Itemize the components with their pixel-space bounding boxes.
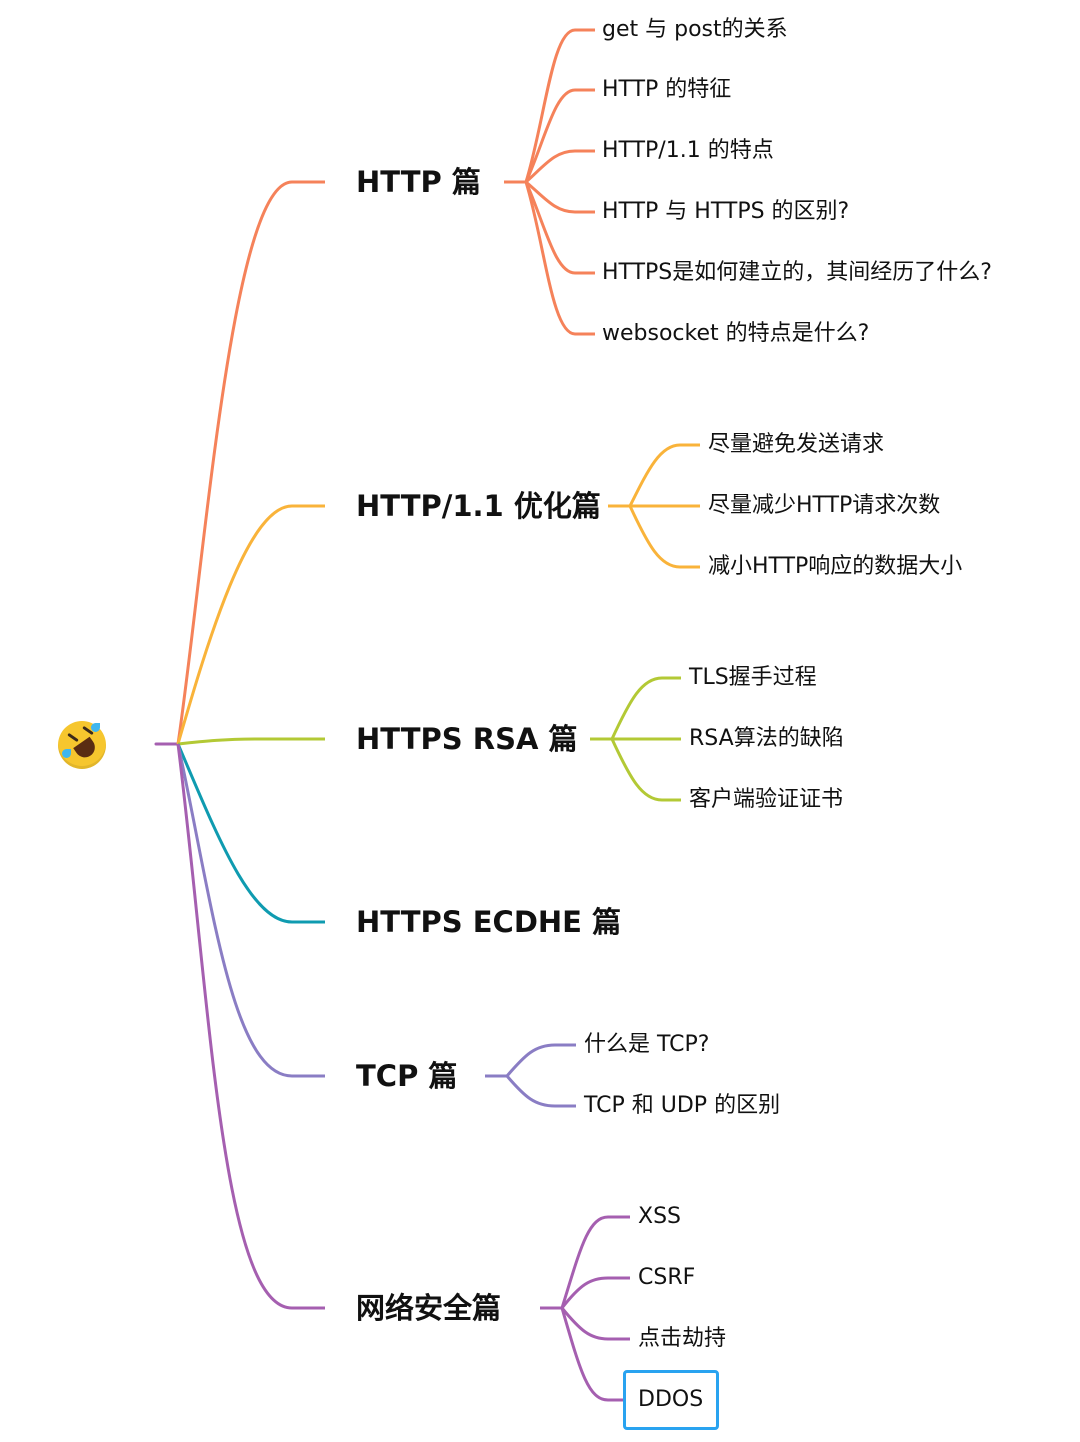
tcp-child-link-2	[505, 1075, 576, 1108]
http-child-6[interactable]: websocket 的特点是什么?	[602, 321, 870, 346]
http-child-5[interactable]: HTTPS是如何建立的，其间经历了什么?	[602, 260, 992, 285]
branch-rsa	[177, 737, 325, 746]
http-child-4[interactable]: HTTP 与 HTTPS 的区别?	[602, 199, 850, 224]
branch-tcp	[176, 743, 325, 1078]
security-child-2[interactable]: CSRF	[638, 1265, 696, 1290]
topic-tcp[interactable]: TCP 篇	[356, 1059, 458, 1093]
branch-security	[176, 743, 325, 1310]
http-child-link-3	[524, 149, 595, 184]
security-child-4[interactable]: DDOS	[638, 1387, 704, 1412]
topic-https-ecdhe[interactable]: HTTPS ECDHE 篇	[356, 905, 622, 939]
http11-child-3[interactable]: 减小HTTP响应的数据大小	[708, 554, 963, 579]
security-child-3[interactable]: 点击劫持	[638, 1326, 727, 1351]
http-child-1[interactable]: get 与 post的关系	[602, 17, 788, 42]
branch-http11	[176, 504, 325, 745]
rsa-child-2[interactable]: RSA算法的缺陷	[689, 726, 844, 751]
http-child-link-6	[524, 181, 595, 336]
security-child-link-1	[560, 1215, 630, 1309]
http-child-link-5	[524, 181, 595, 275]
http-child-link-4	[525, 180, 595, 214]
branch-http	[176, 180, 325, 745]
rsa-child-link-3	[610, 738, 681, 802]
tear-left	[62, 749, 71, 758]
branch-ecdhe	[176, 743, 325, 924]
topic-https-rsa[interactable]: HTTPS RSA 篇	[356, 722, 578, 756]
security-child-link-4	[560, 1307, 624, 1402]
tear-right	[91, 723, 100, 732]
http11-child-link-3	[628, 505, 700, 569]
http11-child-2[interactable]: 尽量减少HTTP请求次数	[708, 493, 941, 518]
tcp-child-1[interactable]: 什么是 TCP?	[584, 1032, 710, 1057]
http11-child-link-1	[628, 443, 700, 507]
topic-http[interactable]: HTTP 篇	[356, 165, 481, 199]
security-child-1[interactable]: XSS	[638, 1204, 682, 1229]
http-child-link-1	[524, 28, 595, 183]
http-child-link-2	[524, 88, 595, 183]
tcp-child-link-1	[505, 1043, 576, 1077]
http11-child-1[interactable]: 尽量避免发送请求	[708, 432, 885, 457]
topic-http11-optimization[interactable]: HTTP/1.1 优化篇	[356, 489, 601, 523]
security-child-link-2	[560, 1276, 630, 1309]
rsa-child-3[interactable]: 客户端验证证书	[689, 787, 844, 812]
rsa-child-link-1	[610, 676, 681, 740]
http-child-3[interactable]: HTTP/1.1 的特点	[602, 138, 774, 163]
rsa-child-1[interactable]: TLS握手过程	[689, 665, 817, 690]
topic-network-security[interactable]: 网络安全篇	[356, 1291, 502, 1325]
eye-left	[67, 732, 79, 743]
selected-node-outline[interactable]	[623, 1370, 719, 1430]
root-emoji-icon[interactable]	[58, 721, 106, 769]
http-child-2[interactable]: HTTP 的特征	[602, 77, 732, 102]
tcp-child-2[interactable]: TCP 和 UDP 的区别	[584, 1093, 781, 1118]
security-child-link-3	[560, 1307, 630, 1341]
